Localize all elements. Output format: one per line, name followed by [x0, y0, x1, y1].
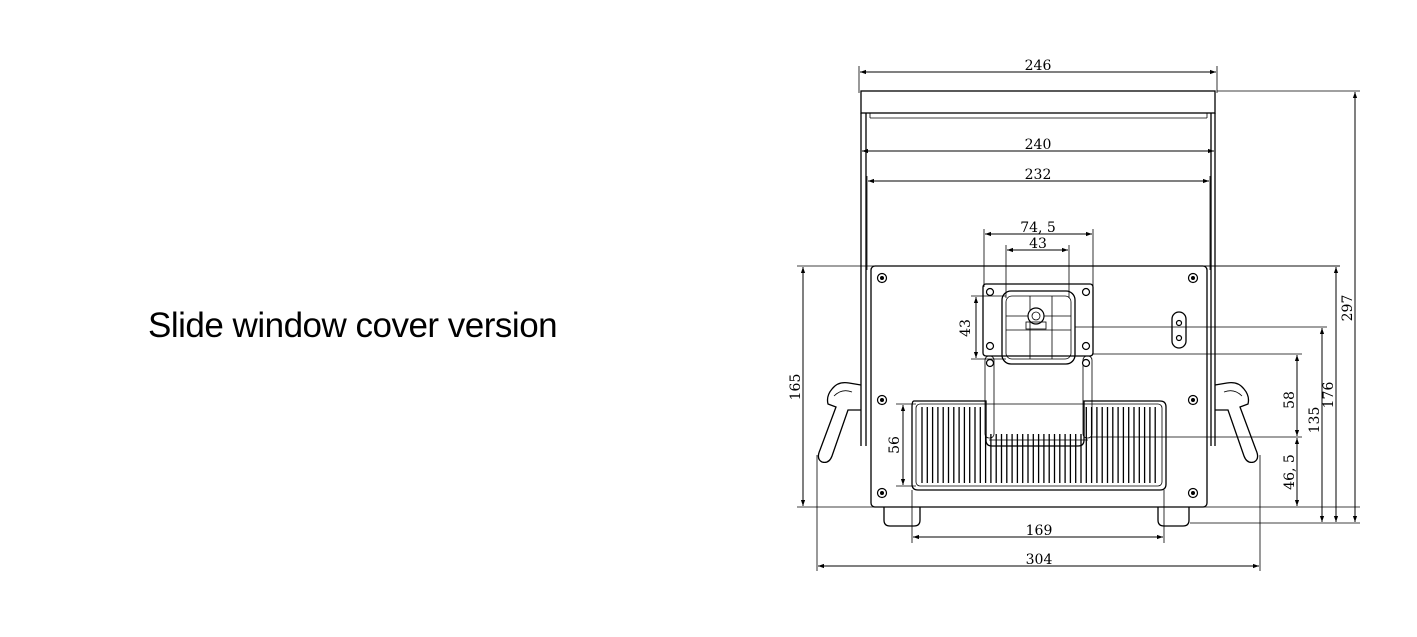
dim-aperture-center-height: 135 [1307, 407, 1323, 434]
dim-window-height: 176 [1321, 382, 1337, 409]
dim-slot-height: 58 [1282, 391, 1298, 409]
dim-fin-width: 169 [1026, 523, 1053, 539]
dim-window-offset: 46, 5 [1282, 454, 1298, 490]
dim-aperture-outer: 74, 5 [1020, 220, 1056, 236]
dim-aperture-height: 43 [958, 319, 974, 337]
right-handle [1214, 381, 1259, 464]
left-handle [817, 381, 862, 464]
dim-inner-width-2: 232 [1025, 167, 1052, 183]
dim-overall-width: 304 [1026, 552, 1053, 568]
dim-panel-height: 165 [788, 374, 804, 401]
key-slot [1171, 311, 1187, 349]
dim-fin-height: 56 [887, 436, 903, 454]
dimension-annotations: 246 240 232 74, 5 43 43 165 56 [788, 58, 1360, 571]
right-foot [1157, 507, 1190, 527]
dim-overall-height: 297 [1340, 295, 1356, 322]
drawing-title: Slide window cover version [148, 306, 558, 345]
dim-width-top: 246 [1025, 58, 1052, 74]
left-foot [883, 507, 921, 527]
projector-body [817, 90, 1259, 527]
panel-bolts [876, 272, 1199, 499]
dim-aperture-inner: 43 [1029, 236, 1047, 252]
aperture-window [982, 283, 1094, 368]
slide-rails [984, 355, 1093, 441]
dim-inner-width-1: 240 [1025, 137, 1052, 153]
heat-sink [911, 400, 1167, 491]
